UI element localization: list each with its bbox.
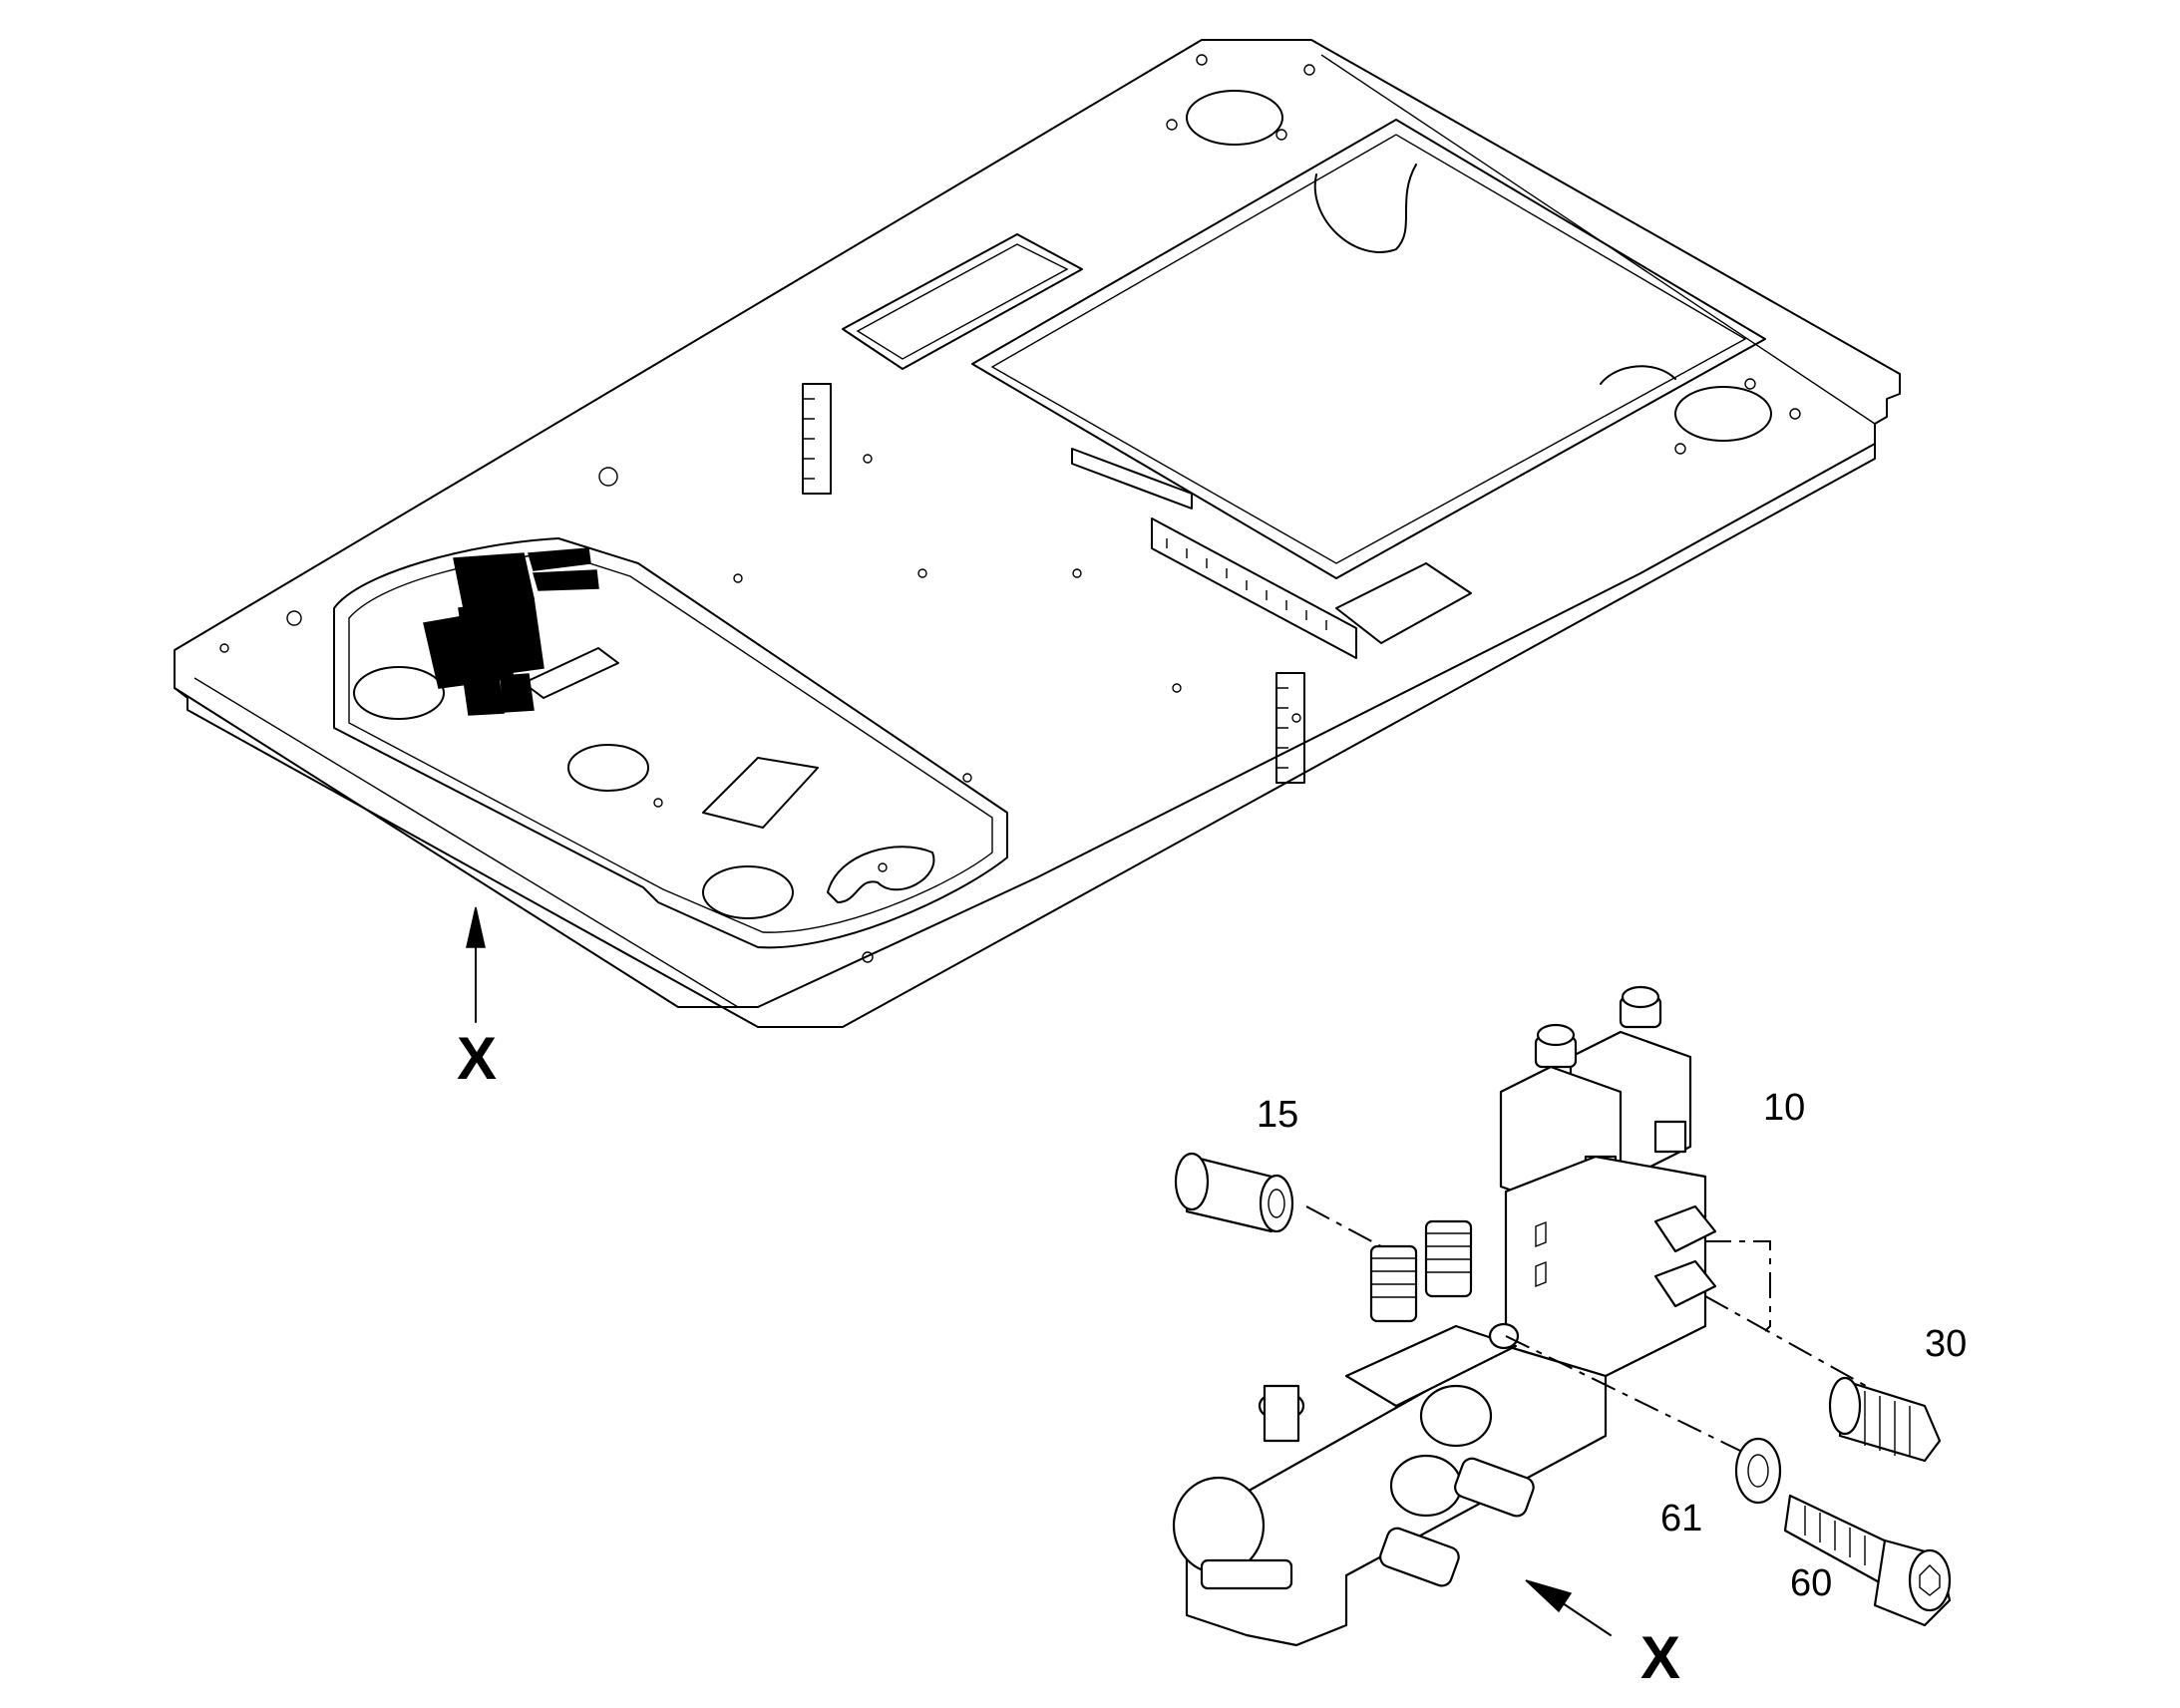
hole-right — [1674, 386, 1772, 442]
side-fittings — [1379, 1384, 1535, 1587]
dash-panel — [333, 537, 1008, 949]
cable-comb-1 — [802, 383, 832, 495]
fitting — [1828, 1376, 1942, 1463]
hole-top — [1186, 90, 1283, 146]
hole-dash-left — [353, 666, 445, 720]
plate-outline-top — [174, 39, 1901, 1008]
hole-dash-mid — [567, 744, 649, 792]
slot-dash-2 — [702, 757, 819, 829]
slot-top — [842, 233, 1083, 370]
callout-60: 60 — [1790, 1562, 1832, 1604]
plate-outline-bottom — [174, 443, 1876, 1028]
view-label-top: X — [457, 1025, 497, 1092]
socket-head-screw — [1783, 1494, 1952, 1627]
valve-location-highlight — [423, 547, 599, 716]
cable-comb-horizontal — [1071, 448, 1357, 659]
end-cap — [1172, 1476, 1266, 1575]
threaded-ports — [1369, 1219, 1473, 1323]
view-arrow-top — [466, 906, 486, 1023]
callout-10: 10 — [1763, 1087, 1805, 1129]
slot-dash-1 — [523, 647, 619, 699]
slot-right — [1335, 562, 1472, 644]
assembly-lines — [1305, 1205, 1876, 1452]
valve-assembly — [1172, 985, 1717, 1647]
washer — [1734, 1437, 1782, 1505]
cable-comb-2 — [1275, 672, 1305, 784]
callout-30: 30 — [1925, 1323, 1967, 1365]
view-label-bottom: X — [1640, 1624, 1680, 1691]
mounting-holes — [219, 54, 1801, 963]
callout-15: 15 — [1257, 1094, 1298, 1136]
hole-dash-low — [702, 865, 794, 919]
floor-plate — [174, 39, 1901, 1028]
callout-61: 61 — [1660, 1498, 1702, 1539]
view-arrow-bottom — [1525, 1579, 1612, 1636]
spacer-sleeve — [1174, 1152, 1294, 1233]
center-opening — [971, 119, 1766, 579]
